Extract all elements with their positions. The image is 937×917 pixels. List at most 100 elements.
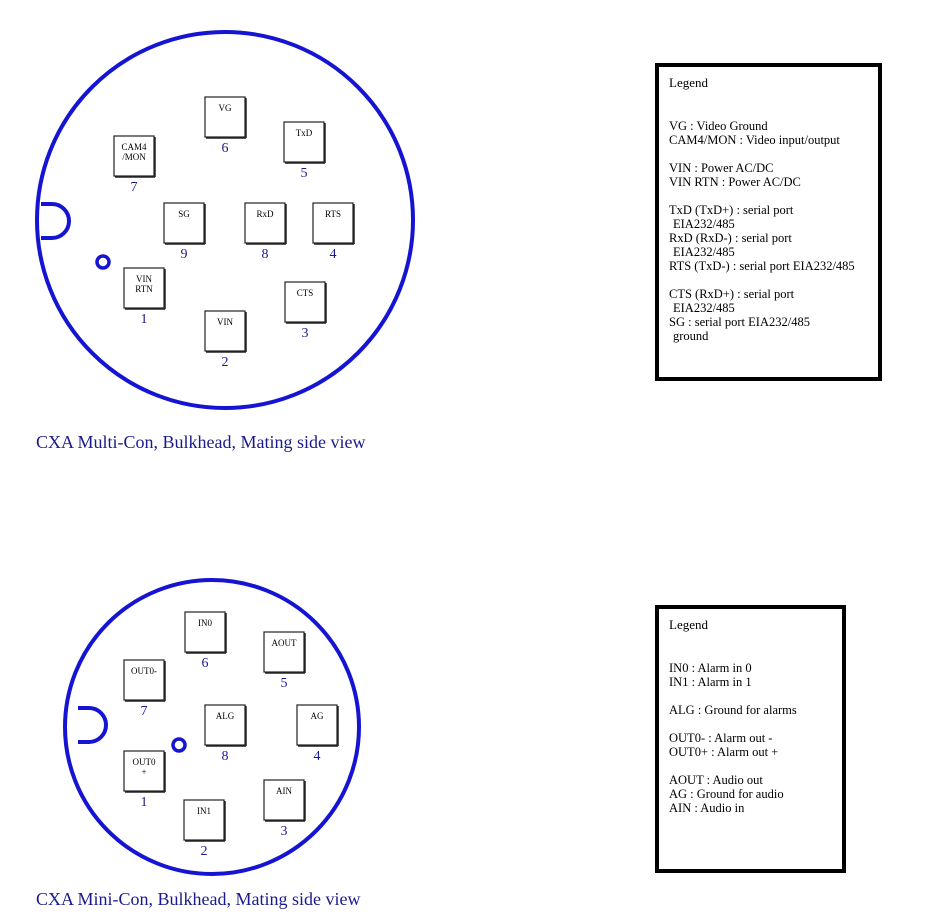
pin-box [284,281,326,323]
pin-5: TxD 5 [283,121,326,181]
legend-entry: CTS (RxD+) : serial port [669,287,795,301]
pin-number: 8 [262,247,269,262]
pin-number: 6 [202,656,209,671]
pin-box [184,611,226,653]
pin-box [204,96,246,138]
pin-label: VIN [217,317,233,327]
pin-4: AG 4 [296,704,339,764]
pin-number: 2 [201,844,208,859]
pin-number: 9 [181,247,188,262]
pin-label: VG [219,103,232,113]
mini-con-polarity-dot [171,737,187,753]
legend-entry: EIA232/485 [673,245,735,259]
pin-label: CTS [297,288,314,298]
multi-con-key-tab [41,202,71,240]
legend-entry: ground [673,329,709,343]
pin-3: CTS 3 [284,281,327,341]
legend-entry: TxD (TxD+) : serial port [669,203,794,217]
pin-label: CAM4 [121,142,147,152]
legend-group: ALG : Ground for alarms [669,703,832,717]
legend-entry: CAM4/MON : Video input/output [669,133,840,147]
pin-box [123,750,165,792]
multi-con-caption: CXA Multi-Con, Bulkhead, Mating side vie… [36,432,366,452]
pin-label: ALG [216,711,235,721]
legend-entry: EIA232/485 [673,301,735,315]
pin-box [296,704,338,746]
mini-con-key-tab [78,706,108,744]
pin-number: 1 [141,795,148,810]
pin-box [204,310,246,352]
pin-7: OUT0- 7 [123,659,166,719]
pin-label: AG [311,711,324,721]
pin-label: OUT0- [131,666,157,676]
legend-entry: AIN : Audio in [669,801,745,815]
pin-number: 7 [131,180,138,195]
pin-2: VIN 2 [204,310,247,370]
pin-1: OUT0+1 [123,750,166,810]
pin-number: 6 [222,141,229,156]
pin-label: + [141,767,146,777]
pin-number: 4 [330,247,337,262]
legend-entry: ALG : Ground for alarms [669,703,797,717]
legend-entry: IN1 : Alarm in 1 [669,675,752,689]
pin-box [244,202,286,244]
multi-con-polarity-dot [95,254,111,270]
pin-number: 7 [141,704,148,719]
pin-box [163,202,205,244]
legend-entry: IN0 : Alarm in 0 [669,661,752,675]
pin-7: CAM4/MON 7 [113,135,156,195]
pin-number: 3 [302,326,309,341]
pin-box [263,779,305,821]
legend-entry: OUT0- : Alarm out - [669,731,773,745]
pin-number: 2 [222,355,229,370]
pin-label: /MON [122,152,146,162]
pin-label: TxD [296,128,313,138]
legend-entry: OUT0+ : Alarm out + [669,745,779,759]
pin-label: VIN [136,274,152,284]
pin-number: 1 [141,312,148,327]
pin-box [123,659,165,701]
pin-label: SG [178,209,190,219]
pin-box [123,267,165,309]
legend-entry: VIN RTN : Power AC/DC [669,175,801,189]
pin-box [312,202,354,244]
pin-label: AIN [276,786,292,796]
pin-number: 5 [281,676,288,691]
pin-box [183,799,225,841]
legend-group: OUT0- : Alarm out -OUT0+ : Alarm out + [669,731,832,759]
legend-entry: EIA232/485 [673,217,735,231]
legend-entry: RTS (TxD-) : serial port EIA232/485 [669,259,855,273]
legend-entry: AOUT : Audio out [669,773,763,787]
pin-number: 4 [314,749,321,764]
pin-label: RTN [135,284,153,294]
mini-con-body-outline [63,578,361,876]
legend-title: Legend [669,617,708,632]
pin-9: SG 9 [163,202,206,262]
legend-entry: AG : Ground for audio [669,787,784,801]
pin-box [283,121,325,163]
pin-number: 5 [301,166,308,181]
pin-label: IN0 [198,618,212,628]
legend-entry: VG : Video Ground [669,119,768,133]
pin-box [204,704,246,746]
pin-6: IN0 6 [184,611,227,671]
legend-entry: RxD (RxD-) : serial port [669,231,792,245]
legend-title: Legend [669,75,708,90]
